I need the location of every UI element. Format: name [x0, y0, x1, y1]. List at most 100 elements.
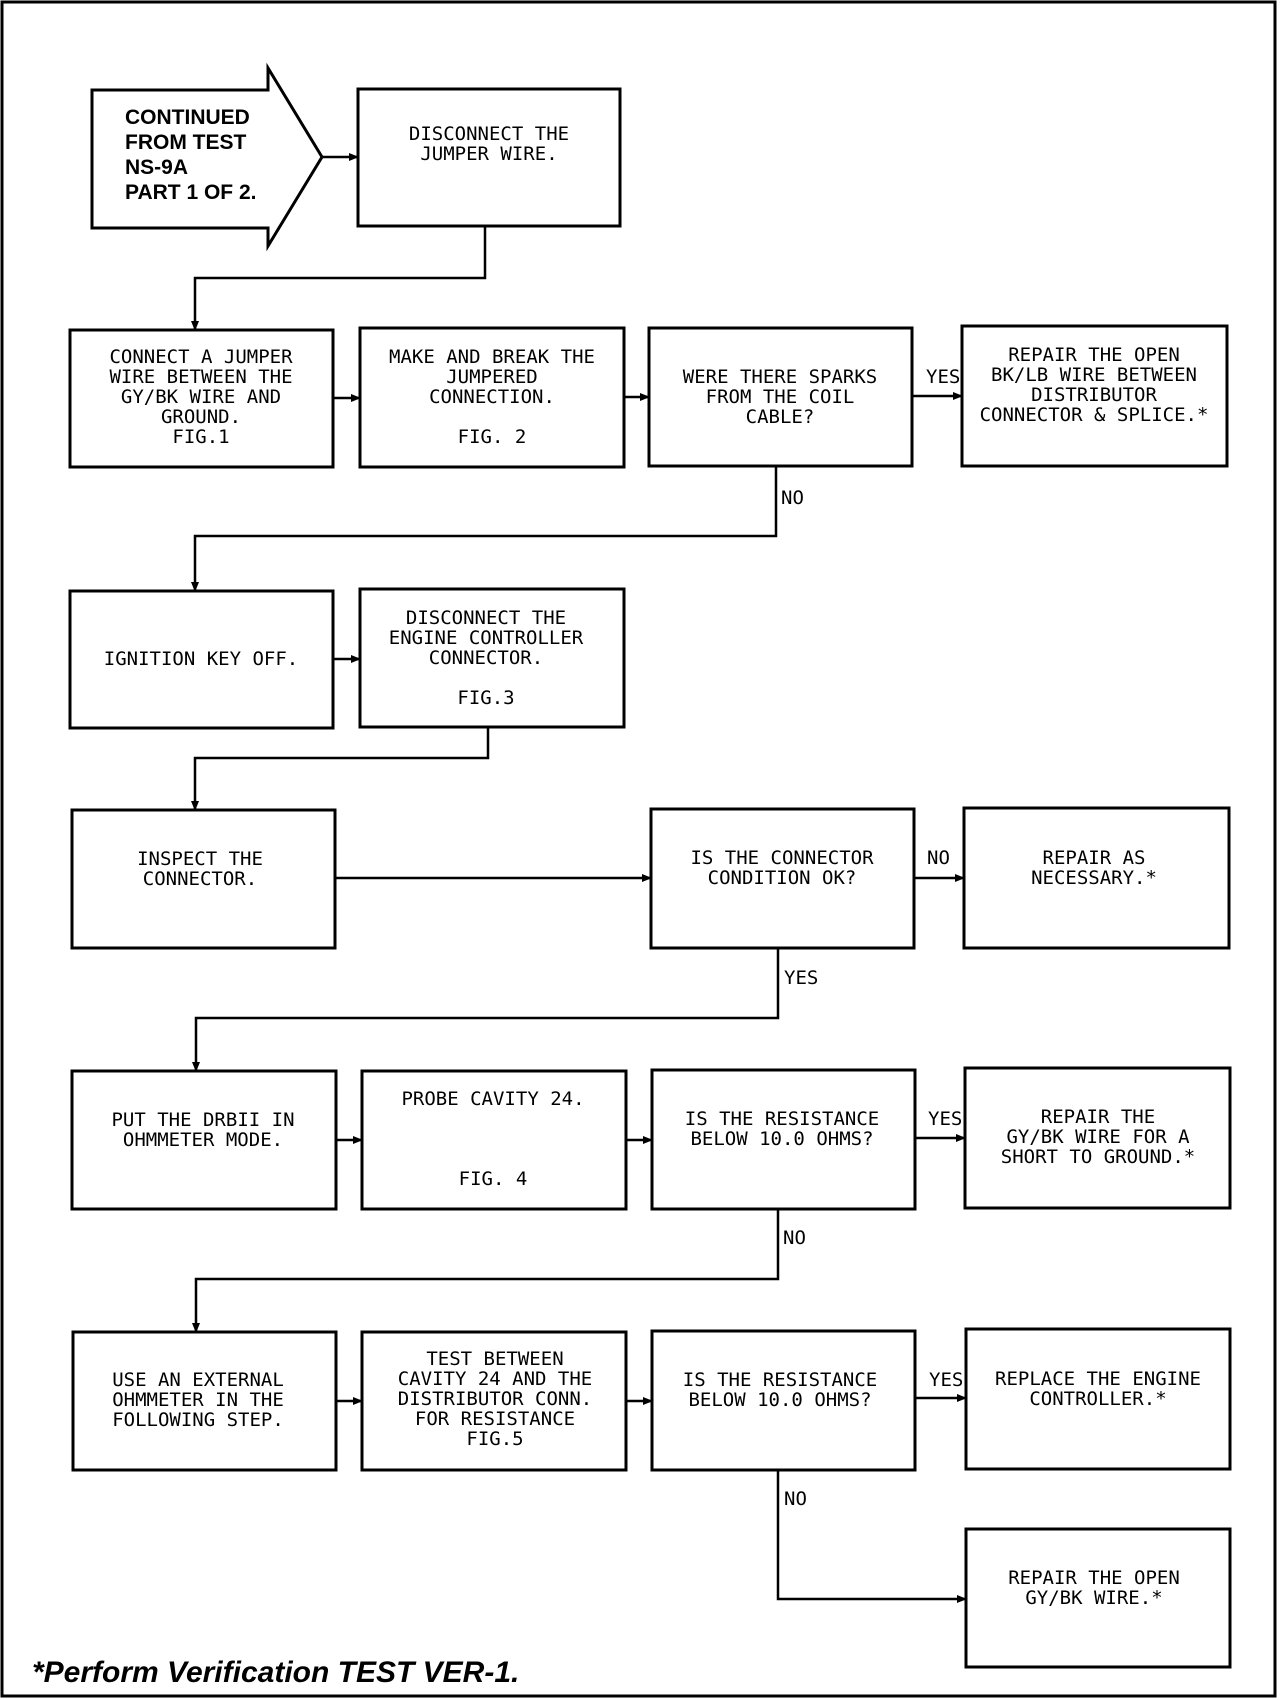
- text-line: CONDITION OK?: [708, 867, 857, 889]
- text-line: NECESSARY.*: [1031, 867, 1157, 889]
- replace-ec-box: [964, 1327, 1232, 1471]
- text-line: CABLE?: [746, 406, 815, 428]
- text-line: USE AN EXTERNAL: [112, 1369, 284, 1391]
- repair-short-box: [963, 1066, 1232, 1210]
- text-line: CONTINUED: [125, 106, 250, 129]
- text-line: CONNECTOR & SPLICE.*: [980, 404, 1209, 426]
- text-line: JUMPERED: [446, 366, 538, 388]
- label-res-q1-no: NO: [783, 1227, 806, 1249]
- text-line: OHMMETER IN THE: [112, 1389, 284, 1411]
- footnote-verification: *Perform Verification TEST VER-1.: [32, 1656, 519, 1689]
- text-line: INSPECT THE: [137, 848, 263, 870]
- text-line: GY/BK WIRE AND: [121, 386, 281, 408]
- label-res-q2-yes: YES: [929, 1369, 963, 1391]
- text-line: FIG.1: [172, 426, 229, 448]
- sparks-question-box: [647, 326, 914, 468]
- text-line: FIG. 2: [458, 426, 527, 448]
- text-line: IS THE CONNECTOR: [690, 847, 874, 869]
- resistance-question-2-box: [650, 1329, 917, 1472]
- label-conn-ok-no: NO: [927, 847, 950, 869]
- label-res-q2-no: NO: [784, 1488, 807, 1510]
- text-line: BELOW 10.0 OHMS?: [688, 1389, 871, 1411]
- text-line: GY/BK WIRE FOR A: [1006, 1126, 1190, 1148]
- text-line: REPAIR THE OPEN: [1008, 1567, 1180, 1589]
- text-line: PROBE CAVITY 24.: [401, 1088, 584, 1110]
- text-line: IGNITION KEY OFF.: [104, 648, 298, 670]
- make-break-box: [358, 326, 626, 469]
- text-line: IS THE RESISTANCE: [683, 1369, 877, 1391]
- arrow-res-q2-no: [776, 1470, 967, 1603]
- connect-jumper-box: [68, 328, 335, 469]
- text-line: BK/LB WIRE BETWEEN: [991, 364, 1197, 386]
- label-sparks-no: NO: [781, 487, 804, 509]
- probe-cavity-text: PROBE CAVITY 24. FIG. 4: [401, 1088, 584, 1190]
- repair-necessary-box: [962, 806, 1231, 950]
- text-line: CONTROLLER.*: [1029, 1388, 1166, 1410]
- arrow-conn-ok-yes: [192, 948, 780, 1072]
- text-line: CONNECT A JUMPER: [109, 346, 293, 368]
- ignition-off-text: IGNITION KEY OFF.: [104, 648, 298, 670]
- text-line: ENGINE CONTROLLER: [389, 627, 584, 649]
- text-line: DISCONNECT THE: [409, 123, 569, 145]
- text-line: REPAIR THE: [1041, 1106, 1155, 1128]
- text-line: TEST BETWEEN: [426, 1348, 563, 1370]
- text-line: REPAIR THE OPEN: [1008, 344, 1180, 366]
- text-line: FIG. 4: [459, 1168, 528, 1190]
- text-line: FOR RESISTANCE: [415, 1408, 575, 1430]
- text-line: DISTRIBUTOR CONN.: [398, 1388, 592, 1410]
- text-line: GROUND.: [161, 406, 241, 428]
- text-line: FIG.3: [457, 687, 514, 709]
- repair-bklb-box: [960, 324, 1229, 468]
- text-line: CONNECTION.: [429, 386, 555, 408]
- connector-ok-question-box: [649, 807, 916, 950]
- ignition-off-box: [68, 589, 335, 730]
- text-line: FIG.5: [466, 1428, 523, 1450]
- text-line: DISCONNECT THE: [406, 607, 566, 629]
- text-line: OHMMETER MODE.: [123, 1129, 283, 1151]
- arrow-sparks-no: [191, 466, 778, 592]
- arrow-res-q1-no: [192, 1209, 780, 1333]
- text-line: DISTRIBUTOR: [1031, 384, 1157, 406]
- resistance-question-1-box: [650, 1068, 917, 1211]
- inspect-connector-box: [70, 808, 337, 950]
- test-between-box: [360, 1330, 628, 1472]
- probe-cavity-box: [360, 1069, 628, 1211]
- text-line: WERE THERE SPARKS: [683, 366, 877, 388]
- text-line: MAKE AND BREAK THE: [389, 346, 595, 368]
- text-line: FOLLOWING STEP.: [112, 1409, 284, 1431]
- text-line: JUMPER WIRE.: [420, 143, 557, 165]
- text-line: PART 1 OF 2.: [125, 181, 256, 204]
- text-line: SHORT TO GROUND.*: [1001, 1146, 1195, 1168]
- arrow-disconnect-ec-to-inspect: [191, 727, 490, 811]
- text-line: WIRE BETWEEN THE: [109, 366, 292, 388]
- disconnect-ec-box: [358, 587, 626, 729]
- text-line: PUT THE DRBII IN: [111, 1109, 294, 1131]
- text-line: NS-9A: [125, 156, 188, 179]
- text-line: FROM TEST: [125, 131, 246, 154]
- text-line: CONNECTOR.: [429, 647, 543, 669]
- text-line: IS THE RESISTANCE: [685, 1108, 879, 1130]
- label-sparks-yes: YES: [926, 366, 960, 388]
- text-line: CONNECTOR.: [143, 868, 257, 890]
- text-line: GY/BK WIRE.*: [1025, 1587, 1162, 1609]
- external-ohmmeter-box: [71, 1330, 338, 1472]
- label-res-q1-yes: YES: [928, 1108, 962, 1130]
